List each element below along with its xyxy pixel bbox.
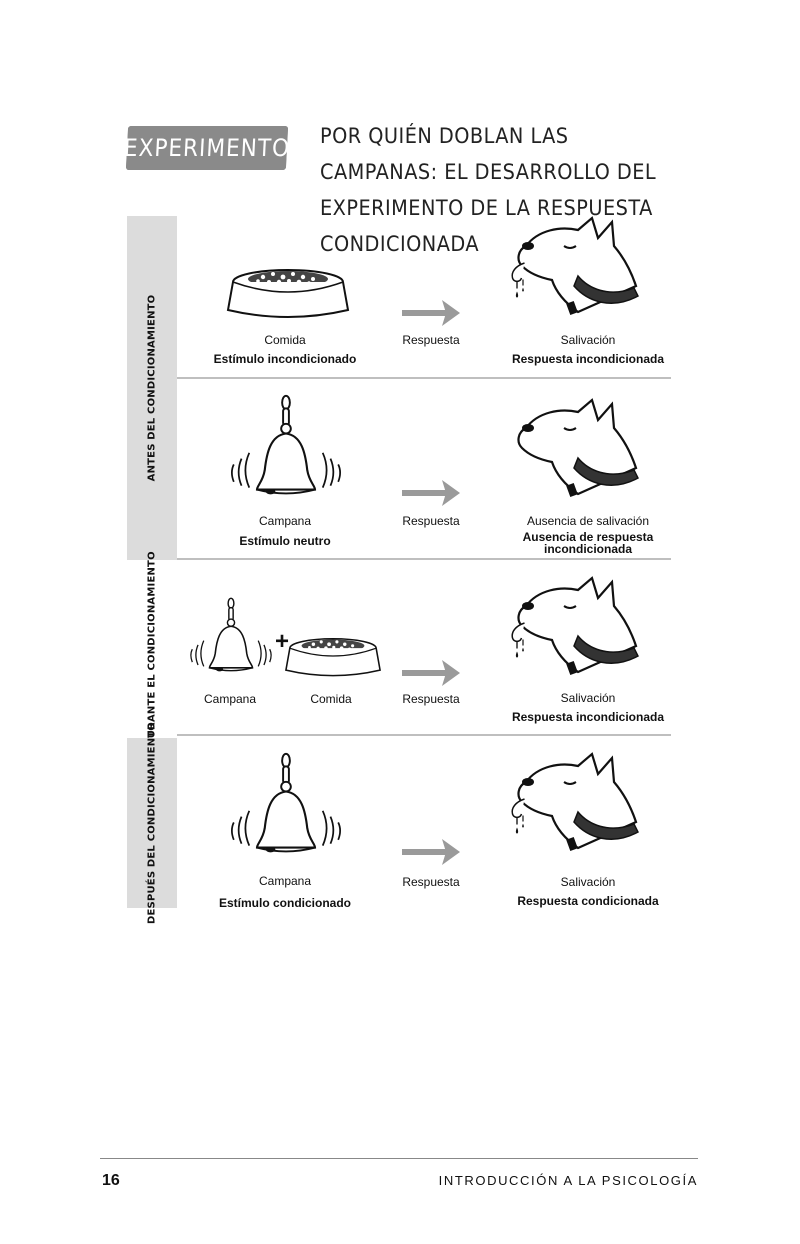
bell-illustration [188,596,274,678]
section-after-label: DESPUÉS DEL CONDICIONAMIENTO [146,722,158,924]
stimulus-type: Estímulo incondicionado [213,352,357,366]
response-type: Respuesta incondicionada [511,710,665,724]
response-name: Salivación [560,875,616,889]
stimulus-name: Comida [310,692,352,706]
stimulus-type: Estímulo condicionado [218,896,351,910]
section-after: DESPUÉS DEL CONDICIONAMIENTO [127,722,177,924]
response-name: Ausencia de salivación [526,514,650,528]
arrow-label: Respuesta [402,333,460,347]
bell-illustration [228,394,344,502]
arrow-label: Respuesta [402,514,460,528]
bell-illustration [228,752,344,860]
arrow-icon [402,837,462,867]
arrow-label: Respuesta [402,875,460,889]
saliva-icon [508,256,538,312]
section-before-label: ANTES DEL CONDICIONAMIENTO [146,294,158,482]
page-number: 16 [102,1172,120,1189]
row-separator [177,734,671,736]
saliva-icon [508,616,538,672]
footer-rule [100,1158,698,1159]
stimulus-name: Campana [258,874,312,888]
food-bowl-illustration [282,632,384,680]
response-type: Ausencia de respuesta [522,530,654,544]
section-during-label: DURANTE EL CONDICIONAMIENTO [146,551,158,747]
saliva-icon [508,792,538,848]
response-name: Salivación [560,333,616,347]
stimulus-name: Campana [258,514,312,528]
stimulus-name: Comida [264,333,306,347]
experiment-badge: EXPERIMENTO [123,126,291,170]
stimulus-name: Campana [203,692,257,706]
section-during: DURANTE EL CONDICIONAMIENTO [127,551,177,747]
response-type: Respuesta condicionada [517,894,659,908]
book-title: INTRODUCCIÓN A LA PSICOLOGÍA [438,1173,698,1188]
page-title: POR QUIÉN DOBLAN LAS CAMPANAS: EL DESARR… [320,124,657,256]
stimulus-type: Estímulo neutro [239,534,331,548]
arrow-label: Respuesta [402,692,460,706]
arrow-icon [402,658,462,688]
section-before: ANTES DEL CONDICIONAMIENTO [127,216,177,560]
row-separator [177,377,671,379]
plus-sign: + [274,628,289,655]
arrow-icon [402,478,462,508]
response-type: Respuesta incondicionada [511,352,665,366]
response-type: incondicionada [543,542,632,556]
food-bowl-illustration [222,262,354,322]
row-separator [177,558,671,560]
response-name: Salivación [560,691,616,705]
dog-no-salivation-illustration [508,398,648,498]
arrow-icon [402,298,462,328]
